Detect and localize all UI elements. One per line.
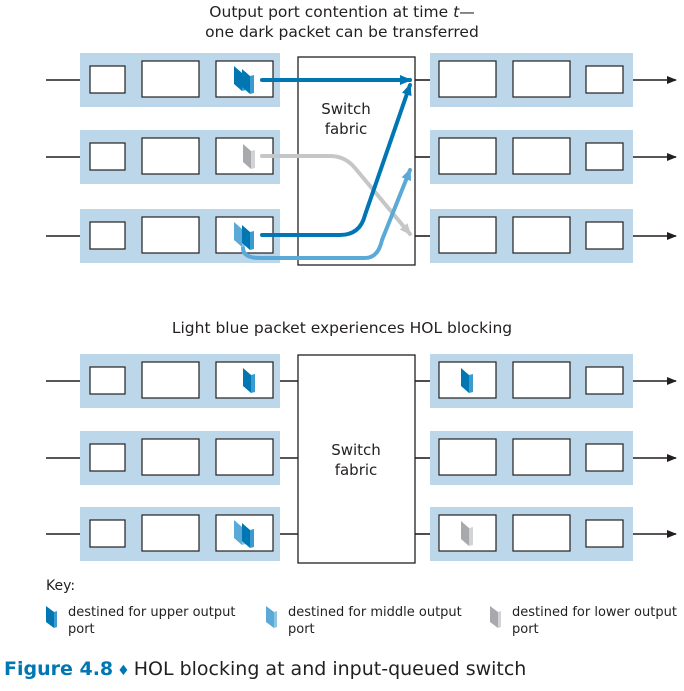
top-input-packet-upper-front-front [242,69,250,94]
bottom-output-packet-lower-side [469,527,473,546]
top-input-packet-lower-front-front [242,225,250,250]
bottom-input-packet-lower-front [242,523,254,548]
figure-title: HOL blocking at and input-queued switch [133,658,527,680]
bottom-input-packet-upper-front [243,368,251,393]
bottom-input-line-card-middle [89,443,126,472]
dark-packet-icon [46,606,57,628]
bottom-output-queue-middle [438,438,497,476]
figure-caption: Figure 4.8♦HOL blocking at and input-que… [4,657,526,683]
top-input-packet-lower-back-front [234,222,242,247]
bottom-output-line-card-upper [585,366,624,395]
caption-line1: Output port contention at time [209,3,454,21]
bottom-switch-fabric [297,354,416,564]
top-input-processor-middle [141,137,200,175]
key-label-lower: destined for lower output port [512,605,677,637]
packets-layer [234,66,473,548]
caption-time-var: t [453,3,460,21]
top-output-line-card-lower [585,221,624,250]
top-output-processor-upper [512,60,571,98]
top-output-queue-lower [438,216,497,254]
bottom-output-line-card-middle [585,443,624,472]
top-input-processor-lower [141,216,200,254]
top-input-packet-upper-front-side [250,75,254,94]
paths-layer [241,75,412,260]
top-input-packet-lower-front [242,225,254,250]
top-output-processor-middle [512,137,571,175]
bottom-input-packet-lower-front-side [250,529,254,548]
top-fabric-label-line2: fabric [325,120,368,138]
caption-line2: one dark packet can be transferred [205,23,479,41]
transfer-path-lower-to-middle [241,168,412,260]
top-input-line-card-middle [89,142,126,171]
bottom-input-packet-upper-side [251,374,255,393]
bottom-fabric-label-line2: fabric [335,461,378,479]
key-title: Key: [46,578,76,594]
top-output-queue-middle [438,137,497,175]
ports-layer [46,53,677,561]
top-input-packet-middle-side [251,150,255,169]
bottom-output-processor-upper [512,361,571,399]
bottom-output-processor-middle [512,438,571,476]
bottom-output-packet-upper-side [469,374,473,393]
top-output-processor-lower [512,216,571,254]
labels-layer: Switch fabric Switch fabric [321,100,381,479]
bottom-input-packet-lower-front-front [242,523,250,548]
bottom-output-packet-lower [461,521,473,546]
light-packet-icon [266,606,277,628]
top-input-packet-middle [243,144,255,169]
transfer-path-lower-to-upper [260,83,412,237]
top-input-line-card-upper [89,65,126,94]
bottom-output-packet-lower-front [461,521,469,546]
bottom-input-queue-middle [215,438,274,476]
bottom-input-packet-upper [243,368,255,393]
bottom-input-line-card-upper [89,366,126,395]
fabric-layer [297,56,416,564]
transfer-path-middle-to-lower [260,154,412,236]
top-input-processor-upper [141,60,200,98]
figure-separator: ♦ [117,663,130,679]
bottom-input-processor-upper [141,361,200,399]
top-fabric-label-line1: Switch [321,100,371,118]
bottom-input-packet-lower-back-front [234,520,242,545]
bottom-output-line-card-lower [585,519,624,548]
top-panel-caption: Output port contention at time t— one da… [0,2,684,42]
top-input-line-card-lower [89,221,126,250]
top-input-packet-middle-front [243,144,251,169]
bottom-input-processor-middle [141,438,200,476]
bottom-output-packet-upper [461,368,473,393]
bottom-panel-caption: Light blue packet experiences HOL blocki… [171,319,513,337]
top-output-line-card-upper [585,65,624,94]
top-input-packet-upper-front [242,69,254,94]
top-input-packet-lower-front-side [250,231,254,250]
top-output-queue-upper [438,60,497,98]
key-label-middle: destined for middle output port [288,605,462,637]
key-label-upper: destined for upper output port [68,605,236,637]
bottom-output-processor-lower [512,514,571,552]
bottom-input-processor-lower [141,514,200,552]
bottom-fabric-label-line1: Switch [331,441,381,459]
top-input-packet-upper-back-front [234,66,242,91]
figure-label: Figure 4.8 [4,658,114,680]
caption-dash: — [459,3,475,21]
top-output-line-card-middle [585,142,624,171]
gray-packet-icon [490,606,501,628]
bottom-output-packet-upper-front [461,368,469,393]
bottom-input-line-card-lower [89,519,126,548]
